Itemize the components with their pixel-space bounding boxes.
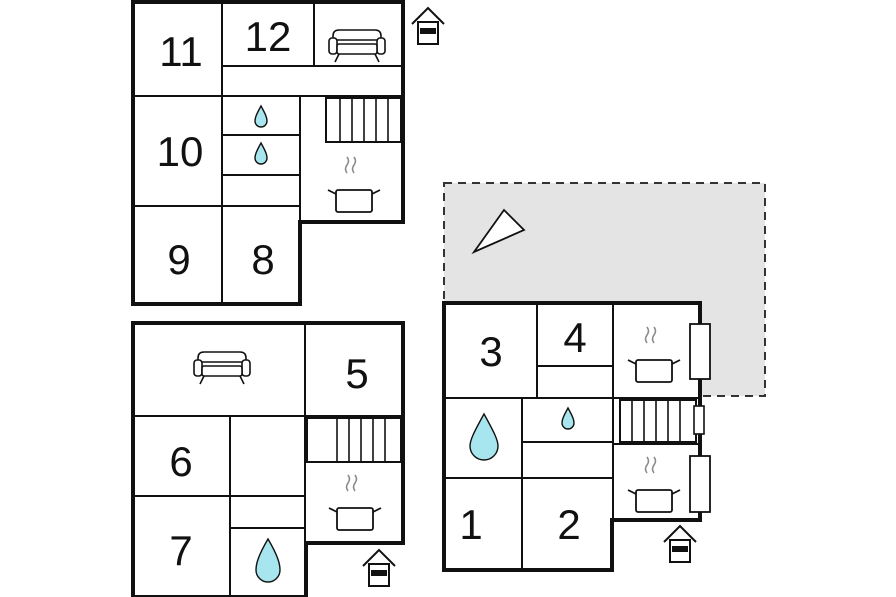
room-label-1: 1 bbox=[459, 501, 482, 548]
room-label-5: 5 bbox=[345, 350, 368, 397]
window-frame bbox=[689, 323, 711, 380]
north-arrow-icon bbox=[471, 208, 526, 255]
window-frame bbox=[689, 455, 711, 513]
upper-floor-block bbox=[131, 0, 405, 306]
cooking-pot-icon bbox=[627, 456, 681, 513]
right-building-block bbox=[442, 301, 711, 572]
stairs-icon bbox=[306, 417, 402, 463]
room-label-10: 10 bbox=[157, 128, 204, 175]
entrance-house-icon bbox=[362, 549, 396, 587]
water-drop-icon bbox=[561, 406, 575, 430]
window-frame bbox=[693, 405, 705, 435]
room-label-4: 4 bbox=[563, 314, 586, 361]
stairs-icon bbox=[325, 97, 402, 143]
entrance-house-icon bbox=[411, 7, 445, 45]
cooking-pot-icon bbox=[328, 474, 382, 531]
room-label-12: 12 bbox=[245, 13, 292, 60]
cooking-pot-icon bbox=[627, 326, 681, 383]
water-drop-icon bbox=[255, 537, 281, 583]
ground-floor-block bbox=[131, 321, 405, 597]
entrance-house-icon bbox=[663, 525, 697, 563]
water-drop-icon bbox=[254, 104, 268, 128]
water-drop-icon bbox=[469, 412, 499, 461]
room-label-8: 8 bbox=[251, 236, 274, 283]
room-label-11: 11 bbox=[159, 28, 203, 75]
terrace-area bbox=[443, 182, 766, 397]
sofa-icon bbox=[328, 29, 386, 63]
stairs-icon bbox=[619, 399, 697, 443]
room-label-3: 3 bbox=[479, 328, 502, 375]
room-label-7: 7 bbox=[169, 527, 192, 574]
room-label-6: 6 bbox=[169, 438, 192, 485]
room-label-2: 2 bbox=[557, 501, 580, 548]
room-label-9: 9 bbox=[167, 236, 190, 283]
water-drop-icon bbox=[254, 141, 268, 165]
sofa-icon bbox=[193, 351, 251, 385]
cooking-pot-icon bbox=[327, 156, 381, 213]
